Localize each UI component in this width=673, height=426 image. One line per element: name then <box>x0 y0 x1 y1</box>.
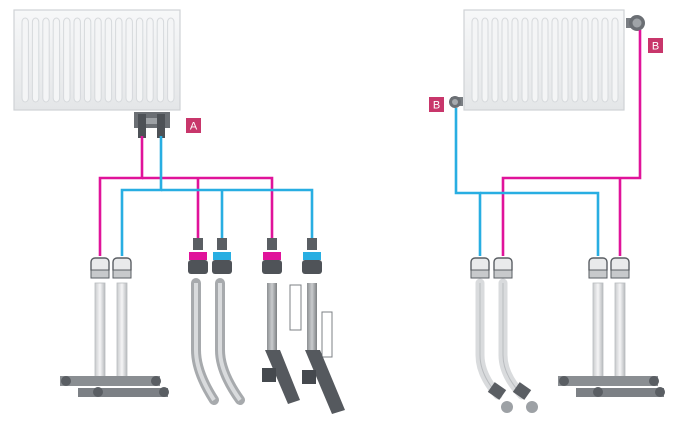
radiator-fin <box>481 17 489 103</box>
radiator-fin <box>146 17 154 103</box>
fitting-body-icon <box>302 260 322 274</box>
radiator-fin <box>601 17 609 103</box>
radiator-fin <box>42 17 50 103</box>
badge-b-left-bg <box>429 97 444 112</box>
elbow-fittings-icon <box>262 283 345 414</box>
radiator-fin <box>52 17 61 103</box>
radiator-fin <box>471 17 479 103</box>
fitting-body-icon <box>262 260 282 274</box>
radiator-fin <box>581 17 589 103</box>
right-tee-assembly-icon <box>558 282 665 397</box>
radiator-fin <box>31 17 40 103</box>
right-top-valve-icon <box>626 15 645 31</box>
badge-a-bg <box>186 118 201 133</box>
radiator-fin <box>167 17 175 103</box>
radiator-fin <box>571 17 579 103</box>
radiator-fin <box>511 17 519 103</box>
right-return-pipes <box>454 108 600 256</box>
radiator-fin <box>83 17 92 103</box>
right-supply-pipes <box>501 30 642 256</box>
radiator-fin <box>531 17 539 103</box>
fitting-head-icon <box>193 238 203 250</box>
nut-ring <box>588 269 608 279</box>
left-tee-assembly-icon <box>60 282 169 397</box>
fitting-head-icon <box>267 238 277 250</box>
left-return-pipes <box>120 136 314 256</box>
radiator-fin <box>94 17 102 103</box>
right-bent-pipes-icon <box>475 278 527 400</box>
badge-a-label: A <box>190 121 198 133</box>
compression-nuts <box>90 238 630 279</box>
nut-ring <box>90 269 110 279</box>
nut-ring <box>470 269 490 279</box>
radiator-fin <box>551 17 559 103</box>
fitting-color-ring <box>303 252 321 260</box>
radiator-fin <box>135 17 144 103</box>
right-radiator-icon <box>463 9 625 111</box>
badge-b-right-label: B <box>652 41 659 53</box>
radiator-fin <box>541 17 549 103</box>
fitting-body-icon <box>212 260 232 274</box>
radiator-fin <box>73 17 81 103</box>
nut-ring <box>493 269 513 279</box>
fitting-color-ring <box>263 252 281 260</box>
radiator-fin <box>561 17 569 103</box>
radiator-fin <box>521 17 529 103</box>
radiator-fin <box>21 17 29 103</box>
fitting-body-icon <box>188 260 208 274</box>
radiator-fin <box>104 17 113 103</box>
radiator-fin <box>501 17 509 103</box>
left-radiator-icon <box>13 9 181 111</box>
radiator-fin <box>591 17 599 103</box>
radiator-fin <box>491 17 499 103</box>
fitting-head-icon <box>217 238 227 250</box>
radiator-fin <box>63 17 71 103</box>
fitting-head-icon <box>307 238 317 250</box>
right-bent-valves-icon <box>487 382 538 413</box>
fitting-color-ring <box>213 252 231 260</box>
radiator-fin <box>125 17 133 103</box>
left-supply-pipes <box>98 136 274 256</box>
fitting-color-ring <box>189 252 207 260</box>
nut-ring <box>610 269 630 279</box>
right-bottom-valve-icon <box>449 96 463 108</box>
left-bottom-valve-icon <box>134 112 170 138</box>
badge-b-right-bg <box>648 38 663 53</box>
badge-b-left-label: B <box>433 100 440 112</box>
bent-pipes-pair-icon <box>191 278 245 405</box>
radiator-fin <box>115 17 123 103</box>
radiator-fin <box>156 17 165 103</box>
nut-ring <box>112 269 132 279</box>
radiator-fin <box>611 17 619 103</box>
